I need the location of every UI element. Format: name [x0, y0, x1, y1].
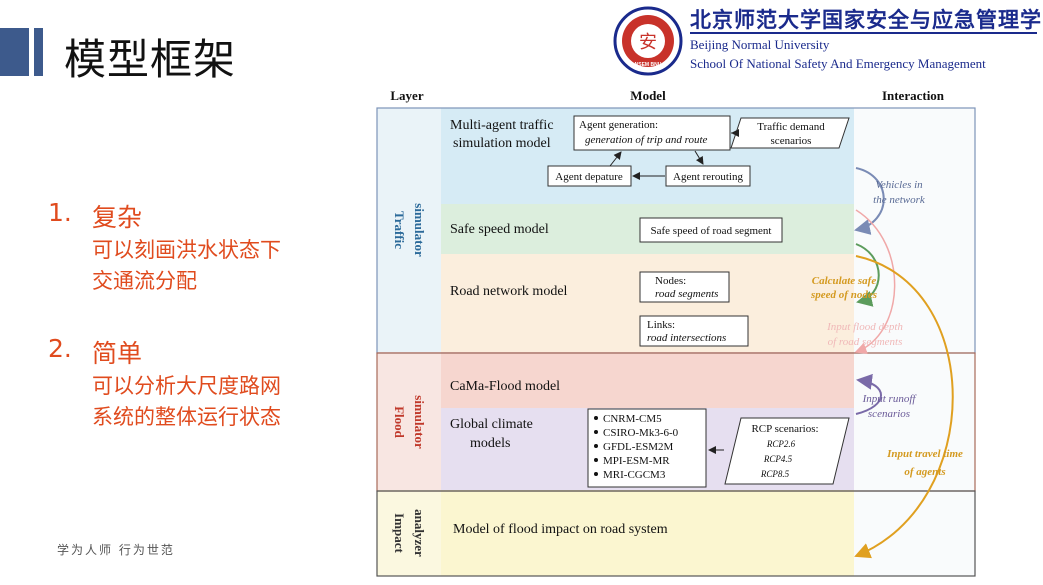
layer-impact-bg — [377, 490, 441, 576]
svg-text:安: 安 — [639, 32, 657, 53]
box-nodes — [639, 271, 730, 303]
point-line: 可以分析大尺度路网 — [92, 374, 281, 398]
rcp-title: RCP scenarios: — [751, 423, 818, 435]
box-rcp-scenarios — [724, 417, 850, 485]
model-global-climate-2: models — [470, 436, 510, 451]
logo-lettering: NSEM BNU — [635, 62, 662, 68]
interaction-depth-1: Input flood depth — [826, 321, 903, 333]
arrow-input-runoff — [855, 373, 882, 415]
framework-figure: Layer Model Interaction Traffic simulato… — [365, 84, 980, 579]
arrow-input-travel — [854, 255, 954, 559]
arrow-vehicles — [854, 167, 885, 235]
model-cama-flood: CaMa-Flood model — [450, 379, 560, 394]
layer-traffic-bg — [377, 108, 441, 353]
gcm-item: CSIRO-Mk3-6-0 — [603, 427, 679, 439]
layer-flood-label-2: simulator — [412, 395, 427, 449]
rcp-item: RCP2.6 — [766, 439, 796, 449]
traffic-demand-2: scenarios — [771, 135, 812, 147]
university-name-cn: 北京师范大学国家安全与应急管理学院 — [690, 7, 1043, 32]
agent-gen-title: Agent generation: — [579, 119, 658, 131]
band-cama-flood — [441, 352, 854, 408]
point-line: 交通流分配 — [92, 269, 197, 293]
divider — [690, 32, 1037, 34]
box-agent-generation — [573, 115, 731, 151]
point-line: 可以刻画洪水状态下 — [92, 238, 281, 262]
box-agent-rerouting — [665, 165, 751, 187]
gcm-item: CNRM-CM5 — [603, 413, 662, 425]
interaction-runoff-1: Input runoff — [862, 393, 918, 405]
school-name-en: School Of National Safety And Emergency … — [690, 56, 986, 71]
interaction-runoff-2: scenarios — [868, 408, 910, 420]
box-gcm-list — [587, 408, 707, 488]
interaction-travel-1: Input travel time — [886, 448, 963, 460]
page-title: 模型框架 — [64, 35, 237, 84]
model-multi-agent-1: Multi-agent traffic — [450, 118, 554, 133]
gcm-item: MPI-ESM-MR — [603, 455, 670, 467]
agent-departure: Agent depature — [555, 171, 623, 183]
layer-traffic-label-2: simulator — [412, 203, 427, 257]
interaction-vehicles-2: the network — [873, 194, 926, 206]
model-road-network: Road network model — [450, 284, 568, 299]
interaction-calc-1: Calculate safe — [812, 275, 877, 287]
layer-impact-label-1: Impact — [392, 513, 407, 553]
arrow-gen-to-rerouting — [694, 150, 704, 165]
university-name-en: Beijing Normal University — [690, 37, 830, 52]
box-agent-departure — [547, 165, 632, 187]
point-number: 1. — [48, 198, 72, 227]
interaction-column-bg — [854, 108, 975, 576]
header-model: Model — [630, 88, 666, 103]
box-links — [639, 315, 749, 347]
band-impact — [441, 490, 854, 576]
university-logo-icon: 安 NSEM BNU — [613, 6, 683, 76]
point-heading: 复杂 — [92, 203, 143, 232]
model-safe-speed: Safe speed model — [450, 222, 549, 237]
links-sub: road intersections — [647, 332, 726, 344]
point-heading: 简单 — [92, 339, 143, 368]
arrow-departure-to-gen — [609, 151, 622, 167]
model-global-climate-1: Global climate — [450, 417, 533, 432]
layer-flood-bg — [377, 352, 441, 490]
interaction-travel-2: of agents — [904, 466, 945, 478]
rcp-item: RCP4.5 — [763, 454, 793, 464]
nodes-title: Nodes: — [655, 275, 686, 287]
layer-traffic-label-1: Traffic — [392, 211, 407, 249]
frame-impact — [376, 490, 976, 577]
header-layer: Layer — [390, 88, 423, 103]
gcm-item: MRI-CGCM3 — [603, 469, 666, 481]
arrow-input-depth — [854, 209, 896, 354]
header-interaction: Interaction — [882, 88, 945, 103]
nodes-sub: road segments — [655, 288, 718, 300]
model-impact: Model of flood impact on road system — [453, 522, 668, 537]
agent-gen-sub: generation of trip and route — [585, 134, 708, 146]
interaction-vehicles-1: Vehicles in — [875, 179, 923, 191]
box-traffic-demand — [730, 117, 850, 149]
layer-impact-label-2: analyzer — [412, 509, 427, 557]
point-number: 2. — [48, 334, 72, 363]
traffic-demand-1: Traffic demand — [757, 121, 825, 133]
title-accent-bar — [0, 28, 44, 76]
interaction-calc-2: speed of nodes — [810, 289, 877, 301]
rcp-item: RCP8.5 — [760, 469, 790, 479]
interaction-depth-2: of road segments — [828, 336, 903, 348]
arrow-calc-safe — [855, 243, 880, 307]
model-multi-agent-2: simulation model — [453, 136, 551, 151]
safe-speed-segment: Safe speed of road segment — [651, 225, 772, 237]
box-safe-speed-segment — [639, 217, 783, 243]
gcm-item: GFDL-ESM2M — [603, 441, 674, 453]
layer-flood-label-1: Flood — [392, 406, 407, 439]
links-title: Links: — [647, 319, 675, 331]
agent-rerouting: Agent rerouting — [673, 171, 743, 183]
motto: 学为人师 行为世范 — [57, 543, 175, 557]
point-line: 系统的整体运行状态 — [92, 405, 281, 429]
